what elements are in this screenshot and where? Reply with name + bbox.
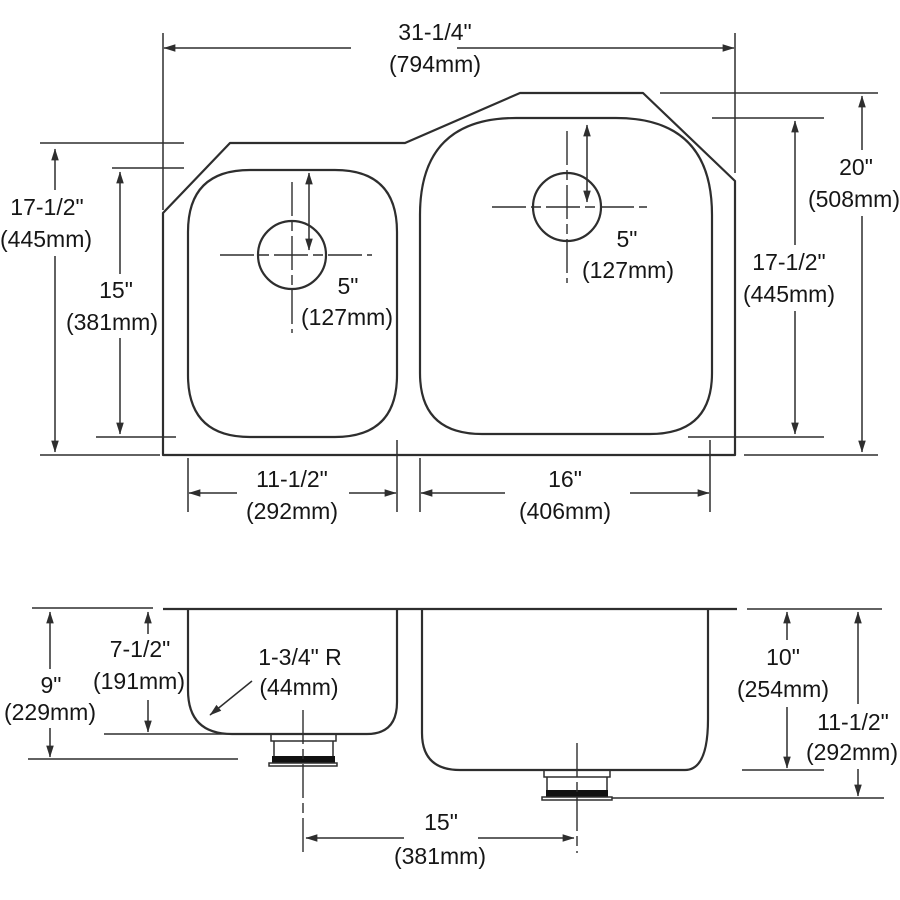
dim-left-outer-front-to-back: 17-1/2" (445mm) <box>0 148 92 453</box>
dim-text-inches: 10" <box>766 644 800 670</box>
dim-right-outer-depth: 11-1/2" (292mm) <box>806 611 898 797</box>
dim-left-outer-depth: 9" (229mm) <box>4 611 96 758</box>
drain-gasket <box>272 756 335 763</box>
dim-text-inches: 16" <box>548 466 582 492</box>
dim-text-mm: (381mm) <box>66 309 158 335</box>
dim-text-mm: (127mm) <box>582 257 674 283</box>
drain-lip <box>268 762 338 767</box>
right-bowl-outline <box>418 116 714 436</box>
dim-text-mm: (292mm) <box>246 498 338 524</box>
right-bowl-section <box>420 609 710 772</box>
dim-text-mm: (292mm) <box>806 739 898 765</box>
callout-bottom-corner-radius: 1-3/4" R (44mm) <box>209 644 342 716</box>
dim-text-inches: 1-3/4" R <box>258 644 342 670</box>
dim-text-mm: (381mm) <box>394 843 486 869</box>
dim-text-mm: (191mm) <box>93 668 185 694</box>
dim-right-bowl-depth: 10" (254mm) <box>737 611 829 769</box>
dim-text-mm: (445mm) <box>743 281 835 307</box>
dim-text-inches: 5" <box>617 226 638 252</box>
dim-text-inches: 20" <box>839 154 873 180</box>
drain-lip <box>541 796 613 801</box>
dim-text-mm: (445mm) <box>0 226 92 252</box>
sink-rim-outline <box>161 91 737 457</box>
dim-text-mm: (44mm) <box>259 674 338 700</box>
dim-text-inches: 15" <box>424 809 458 835</box>
leader-line <box>209 680 253 716</box>
top-view: 31-1/4" (794mm) 17-1/2" (445mm) 15" (381… <box>0 19 900 524</box>
side-view: 9" (229mm) 7-1/2" (191mm) 1-3/4" R (44mm… <box>4 607 898 869</box>
dim-text-mm: (406mm) <box>519 498 611 524</box>
dim-text-mm: (508mm) <box>808 186 900 212</box>
dim-text-inches: 7-1/2" <box>110 636 171 662</box>
dim-text-inches: 31-1/4" <box>398 19 471 45</box>
dim-text-mm: (229mm) <box>4 699 96 725</box>
dim-overall-width: 31-1/4" (794mm) <box>163 19 735 77</box>
dim-text-inches: 17-1/2" <box>752 249 825 275</box>
dim-left-drain-offset: 5" (127mm) <box>301 172 393 330</box>
dim-left-bowl-width: 11-1/2" (292mm) <box>188 466 397 524</box>
dim-text-inches: 17-1/2" <box>10 194 83 220</box>
dim-text-mm: (794mm) <box>389 51 481 77</box>
dim-right-drain-offset: 5" (127mm) <box>582 124 674 283</box>
dim-left-bowl-front-to-back: 15" (381mm) <box>66 171 158 435</box>
drain-gasket <box>546 790 608 797</box>
dim-text-inches: 11-1/2" <box>256 466 328 492</box>
left-bowl-outline <box>186 168 399 439</box>
dim-left-bowl-depth: 7-1/2" (191mm) <box>93 611 185 733</box>
dim-right-outer-front-to-back: 20" (508mm) <box>808 95 900 453</box>
dim-right-bowl-front-to-back: 17-1/2" (445mm) <box>743 120 835 435</box>
dim-drain-center-spacing: 15" (381mm) <box>305 809 575 869</box>
dim-text-inches: 5" <box>338 273 359 299</box>
dim-text-mm: (254mm) <box>737 676 829 702</box>
dim-text-inches: 9" <box>41 672 62 698</box>
left-bowl-section <box>186 609 399 736</box>
dim-text-mm: (127mm) <box>301 304 393 330</box>
dim-text-inches: 15" <box>99 277 133 303</box>
dim-right-bowl-width: 16" (406mm) <box>420 466 710 524</box>
dim-text-inches: 11-1/2" <box>817 709 889 735</box>
